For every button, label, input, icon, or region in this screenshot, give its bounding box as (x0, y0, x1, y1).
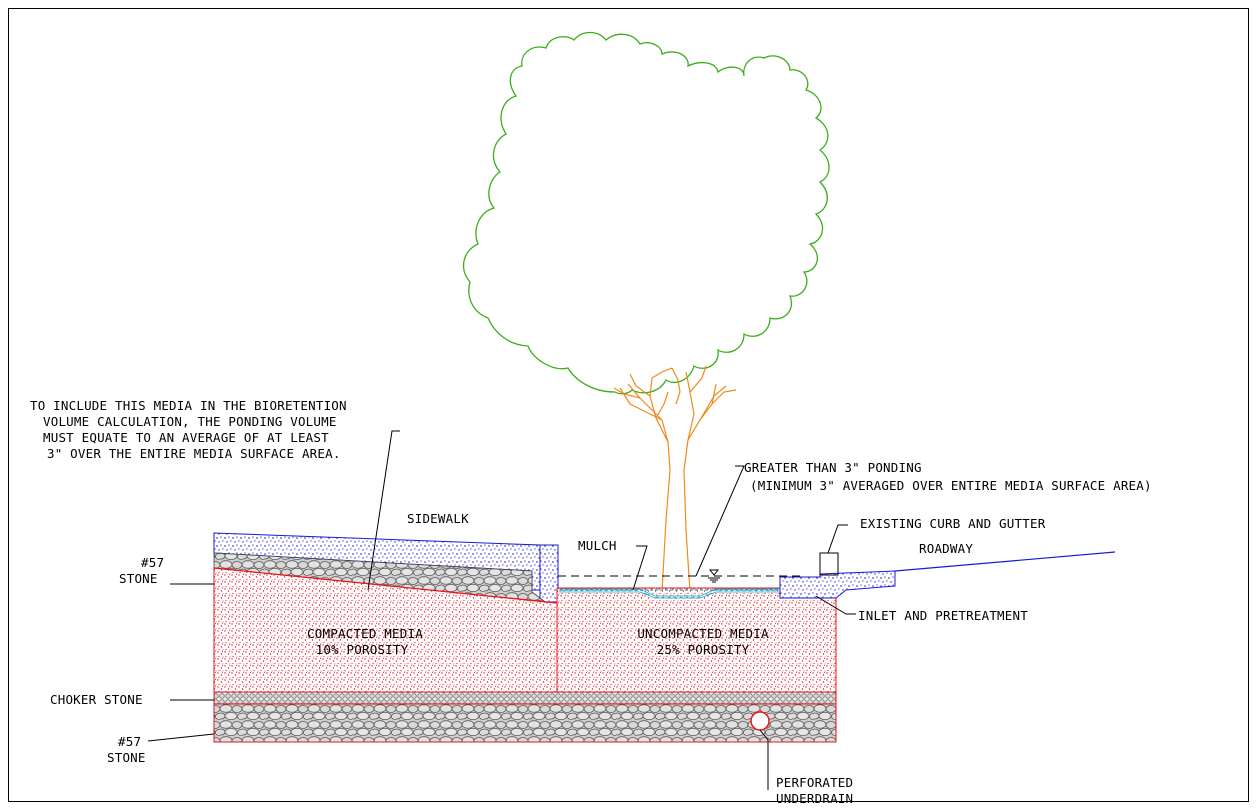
roadway-line (894, 551, 1116, 572)
leader-lines (147, 430, 856, 790)
ponding-note-line-1: GREATER THAN 3" PONDING (744, 460, 922, 475)
mulch-layer (559, 588, 779, 599)
uncompacted-porosity-label: 25% POROSITY (657, 642, 750, 657)
stone-top-label-1: #57 (141, 555, 164, 570)
sidewalk-label: SIDEWALK (407, 511, 469, 526)
stone-top-label-2: STONE (119, 571, 158, 586)
stone-layer-bottom (213, 703, 837, 743)
media-note-line-3: MUST EQUATE TO AN AVERAGE OF AT LEAST (43, 430, 329, 445)
existing-curb-label: EXISTING CURB AND GUTTER (860, 516, 1046, 531)
stone-layer-top (213, 552, 550, 605)
sidewalk-curb (539, 544, 559, 603)
underdrain-label-1: PERFORATED (776, 775, 853, 790)
underdrain-label-2: UNDERDRAIN (776, 791, 853, 806)
roadway-label: ROADWAY (919, 541, 973, 556)
tree-trunk (613, 365, 737, 593)
tree-canopy (462, 31, 830, 395)
compacted-media-label: COMPACTED MEDIA (307, 626, 423, 641)
media-note-line-2: VOLUME CALCULATION, THE PONDING VOLUME (43, 414, 337, 429)
stone-bottom-label-2: STONE (107, 750, 146, 765)
mulch-label: MULCH (578, 538, 617, 553)
media-note-line-1: TO INCLUDE THIS MEDIA IN THE BIORETENTIO… (30, 398, 347, 413)
stone-bottom-label-1: #57 (118, 734, 141, 749)
curb-and-gutter (779, 570, 896, 599)
water-level-icon (708, 569, 720, 583)
underdrain-pipe (750, 711, 770, 731)
ponding-note-line-2: (MINIMUM 3" AVERAGED OVER ENTIRE MEDIA S… (750, 478, 1152, 493)
compacted-porosity-label: 10% POROSITY (316, 642, 409, 657)
choker-stone-label: CHOKER STONE (50, 692, 143, 707)
inlet-box (819, 552, 839, 576)
choker-stone-layer (213, 691, 837, 705)
inlet-label: INLET AND PRETREATMENT (858, 608, 1028, 623)
uncompacted-media-label: UNCOMPACTED MEDIA (637, 626, 769, 641)
media-note-line-4: 3" OVER THE ENTIRE MEDIA SURFACE AREA. (47, 446, 341, 461)
drawing-frame (8, 8, 1249, 802)
